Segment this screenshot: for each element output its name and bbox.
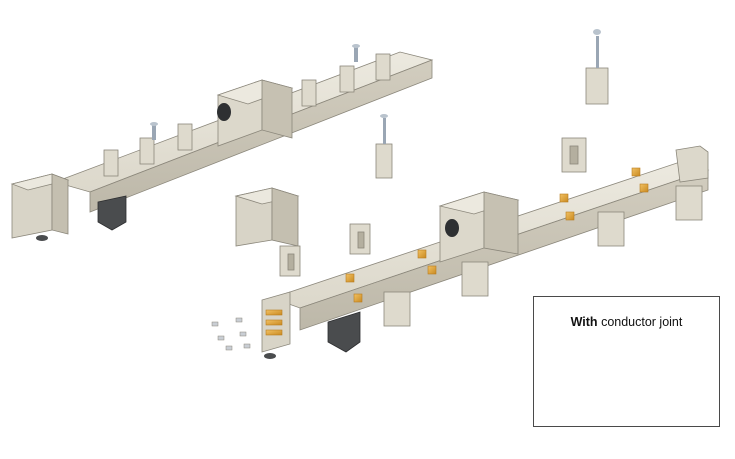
upper-current-collector <box>97 195 127 231</box>
end-terminals <box>265 309 283 336</box>
lower-feed-box-side <box>483 191 519 255</box>
loose-screws <box>211 317 251 351</box>
upper-rail-bolts <box>150 44 360 140</box>
hanger-clip-2 <box>349 223 371 255</box>
upper-end-cap-side <box>51 173 69 235</box>
hanger-clip-3 <box>375 114 393 179</box>
hanger-clip-1 <box>279 245 301 277</box>
upper-feed-box-side <box>261 79 293 139</box>
hanger-clip-4 <box>585 29 609 105</box>
lower-end-foot <box>264 353 276 359</box>
lower-cable-gland <box>445 219 459 237</box>
loose-hangers <box>279 29 609 277</box>
lower-right-end-cap <box>675 145 709 183</box>
inset-caption-rest: conductor joint <box>601 315 683 329</box>
upper-rail-side-face <box>89 59 433 213</box>
conductor-joints <box>345 167 649 303</box>
lower-exploded-rail <box>211 145 710 359</box>
inset-caption: With conductor joint <box>534 315 719 329</box>
upper-rail-hangers <box>103 53 391 177</box>
lower-current-collector <box>327 311 361 353</box>
loose-end-cap-side <box>271 187 299 247</box>
loose-end-cap <box>234 187 300 247</box>
inset-caption-bold: With <box>570 315 598 329</box>
inset-frame: With conductor joint <box>533 296 720 427</box>
lower-rail-hangers <box>383 185 703 327</box>
upper-end-cap-foot <box>36 235 48 241</box>
upper-assembled-rail <box>10 44 434 241</box>
upper-cable-gland <box>217 103 231 121</box>
hanger-clip-5 <box>561 137 587 173</box>
